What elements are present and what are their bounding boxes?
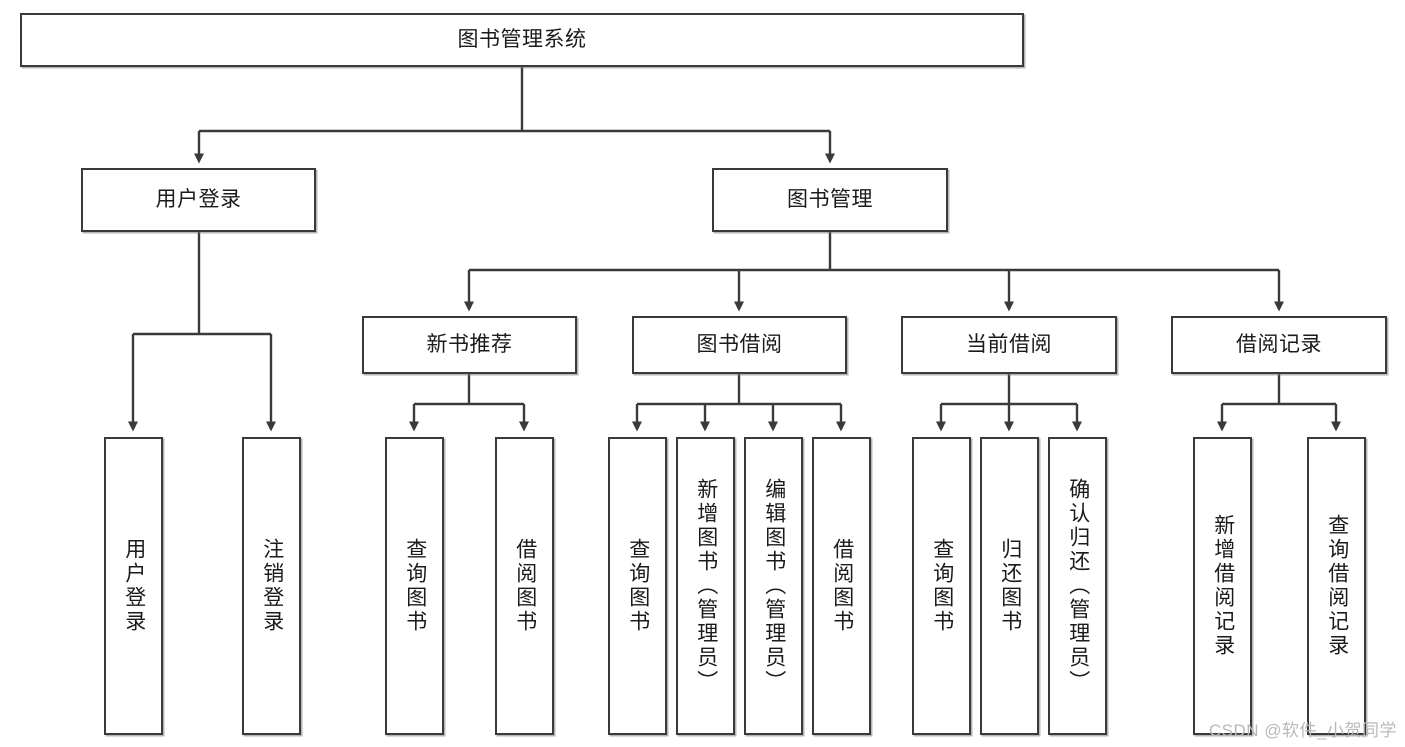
leaf-user-login[interactable]: 用户登录 — [104, 437, 163, 735]
leaf-query-book-2-label: 查询图书 — [626, 538, 650, 634]
leaf-add-book[interactable]: 新增图书（管理员） — [676, 437, 735, 735]
leaf-query-book-3-label: 查询图书 — [930, 538, 954, 634]
leaf-query-book-1-label: 查询图书 — [403, 538, 427, 634]
node-book-manage[interactable]: 图书管理 — [712, 168, 948, 232]
leaf-user-login-label: 用户登录 — [122, 538, 146, 634]
node-root-system[interactable]: 图书管理系统 — [20, 13, 1024, 67]
leaf-query-record-label: 查询借阅记录 — [1325, 514, 1349, 658]
leaf-edit-book[interactable]: 编辑图书（管理员） — [744, 437, 803, 735]
node-new-book-recommend-label: 新书推荐 — [426, 333, 513, 357]
leaf-edit-book-label: 编辑图书（管理员） — [762, 478, 786, 694]
leaf-borrow-book-2[interactable]: 借阅图书 — [812, 437, 871, 735]
leaf-confirm-return[interactable]: 确认归还（管理员） — [1048, 437, 1107, 735]
leaf-query-book-2[interactable]: 查询图书 — [608, 437, 667, 735]
node-current-borrow[interactable]: 当前借阅 — [901, 316, 1117, 374]
leaf-confirm-return-label: 确认归还（管理员） — [1066, 478, 1090, 694]
leaf-logout-label: 注销登录 — [260, 538, 284, 634]
node-root-system-label: 图书管理系统 — [457, 28, 587, 52]
leaf-add-record[interactable]: 新增借阅记录 — [1193, 437, 1252, 735]
node-new-book-recommend[interactable]: 新书推荐 — [362, 316, 577, 374]
node-book-borrow[interactable]: 图书借阅 — [632, 316, 847, 374]
node-borrow-record-label: 借阅记录 — [1236, 333, 1322, 357]
node-user-login-label: 用户登录 — [155, 188, 242, 212]
leaf-return-book-label: 归还图书 — [998, 538, 1022, 634]
leaf-add-book-label: 新增图书（管理员） — [694, 478, 718, 694]
leaf-borrow-book-2-label: 借阅图书 — [830, 538, 854, 634]
leaf-return-book[interactable]: 归还图书 — [980, 437, 1039, 735]
leaf-borrow-book-1[interactable]: 借阅图书 — [495, 437, 554, 735]
node-user-login[interactable]: 用户登录 — [81, 168, 316, 232]
leaf-logout[interactable]: 注销登录 — [242, 437, 301, 735]
leaf-add-record-label: 新增借阅记录 — [1211, 514, 1235, 658]
node-current-borrow-label: 当前借阅 — [966, 333, 1052, 357]
node-book-manage-label: 图书管理 — [787, 188, 873, 212]
node-book-borrow-label: 图书借阅 — [696, 333, 783, 357]
leaf-query-book-3[interactable]: 查询图书 — [912, 437, 971, 735]
node-borrow-record[interactable]: 借阅记录 — [1171, 316, 1387, 374]
leaf-borrow-book-1-label: 借阅图书 — [513, 538, 537, 634]
leaf-query-book-1[interactable]: 查询图书 — [385, 437, 444, 735]
leaf-query-record[interactable]: 查询借阅记录 — [1307, 437, 1366, 735]
watermark-text: CSDN @软件_小贺同学 — [1208, 721, 1397, 740]
